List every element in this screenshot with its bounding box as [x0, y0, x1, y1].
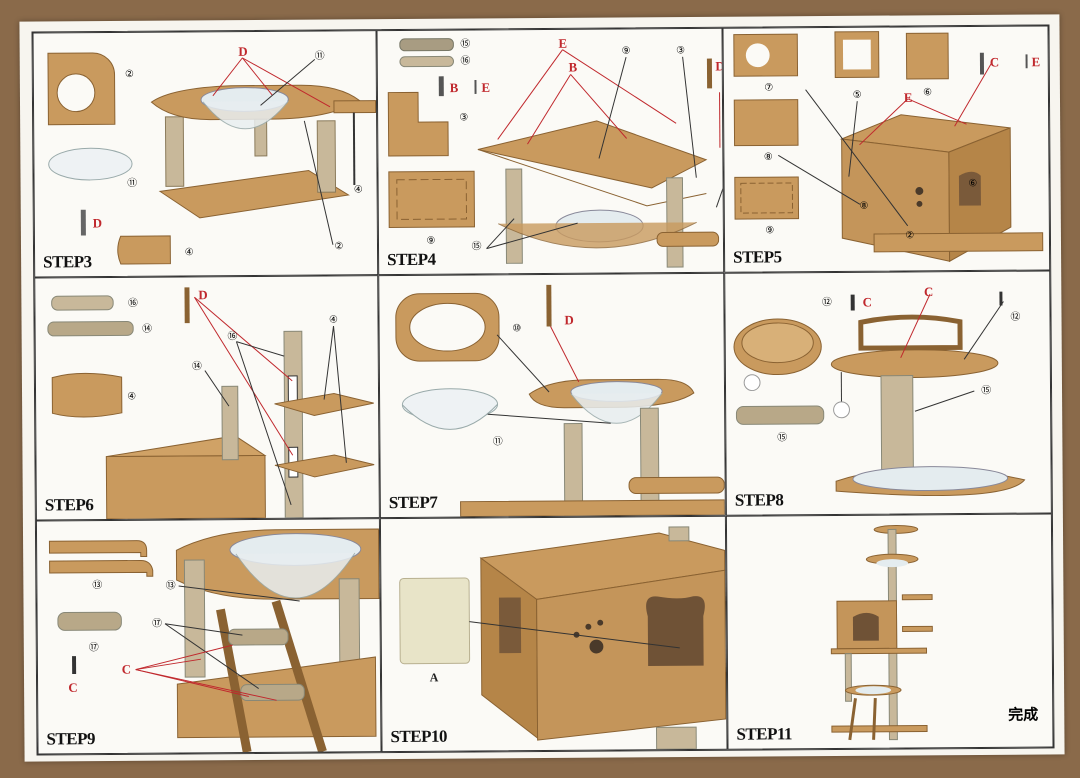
label-8-part: ⑧	[764, 152, 773, 163]
step-8-illustration: ⑫ C C ⑫ ⑮ ⑮	[733, 285, 1026, 497]
label-11-top: ⑪	[315, 50, 325, 62]
step-9-illustration: ⑬ ⑰ C C ⑬ ⑰	[48, 528, 380, 753]
label-15-assembly: ⑮	[472, 240, 482, 252]
step-10-title: STEP10	[390, 726, 448, 747]
step-5-panel: C E ⑦ ⑤ ⑥ E ⑧ ⑨ ⑥ ⑧ ② STEP5	[722, 25, 1051, 273]
instruction-sheet: D ⑪ ② ⑪ D ④ ④ ② STEP3	[19, 14, 1065, 762]
step-6-title: STEP6	[44, 495, 94, 515]
label-12-part: ⑫	[822, 296, 832, 308]
step-8-panel: ⑫ C C ⑫ ⑮ ⑮ STEP8	[724, 270, 1052, 516]
label-15-assembly: ⑮	[981, 384, 991, 396]
step-10-panel: A STEP10	[379, 515, 728, 753]
label-9-part: ⑨	[426, 236, 435, 247]
step-8-title: STEP8	[734, 490, 784, 510]
step-6-panel: ⑯ ⑭ D ④ ⑯ ④ ⑭ STEP6	[34, 275, 380, 521]
step-11-title: STEP11	[736, 724, 793, 744]
step-9-title: STEP9	[46, 729, 96, 749]
label-4-assembly: ④	[329, 315, 338, 326]
label-d-screw: D	[564, 313, 573, 327]
step-3-title: STEP3	[43, 252, 92, 272]
label-13-part: ⑬	[92, 579, 102, 591]
label-4-part: ④	[127, 391, 136, 402]
label-16-part: ⑯	[128, 297, 138, 309]
step-11-illustration	[830, 524, 933, 741]
label-c-assembly: C	[122, 663, 131, 677]
label-e-screw: E	[1031, 55, 1040, 69]
label-c-assembly: C	[924, 285, 933, 299]
label-d-top: D	[238, 45, 247, 59]
label-2-assembly: ②	[334, 241, 343, 252]
label-b-assembly: B	[569, 60, 578, 74]
label-6-part: ⑥	[923, 87, 932, 98]
step-4-panel: ⑮ ⑯ B E ③ ⑨ E B ⑨ ③ D ⑯ ⑮ STEP4	[376, 27, 725, 276]
label-16-part: ⑯	[460, 55, 470, 67]
label-16-assembly: ⑯	[227, 330, 237, 342]
step-11-panel: STEP11 完成	[725, 513, 1054, 750]
step-3-illustration: D ⑪ ② ⑪ D ④ ④ ②	[47, 45, 377, 265]
label-11-dome: ⑪	[127, 177, 137, 189]
step-7-title: STEP7	[388, 492, 438, 513]
label-14-assembly: ⑭	[192, 360, 202, 372]
label-6-assembly: ⑥	[968, 178, 977, 189]
label-c-screw: C	[68, 681, 77, 695]
label-12-assembly: ⑫	[1010, 311, 1020, 323]
step-5-title: STEP5	[733, 247, 782, 267]
finished-label: 完成	[1008, 705, 1039, 724]
label-d-screw: D	[93, 216, 102, 230]
label-15-part: ⑮	[777, 431, 787, 443]
label-11-part: ⑪	[493, 435, 503, 447]
step-3-panel: D ⑪ ② ⑪ D ④ ④ ② STEP3	[32, 30, 379, 278]
label-17-part: ⑰	[89, 642, 99, 654]
label-3-part: ③	[459, 112, 468, 123]
step-grid: D ⑪ ② ⑪ D ④ ④ ② STEP3	[31, 24, 1055, 756]
label-17-assembly: ⑰	[152, 617, 162, 629]
label-13-assembly: ⑬	[166, 579, 176, 591]
step-4-title: STEP4	[387, 249, 436, 270]
label-e-assembly: E	[904, 91, 913, 105]
label-4-part: ④	[185, 247, 194, 258]
label-14-part: ⑭	[142, 323, 152, 335]
step-5-illustration: C E ⑦ ⑤ ⑥ E ⑧ ⑨ ⑥ ⑧ ②	[733, 31, 1044, 263]
label-2-assembly: ②	[905, 230, 914, 241]
step-9-panel: ⑬ ⑰ C C ⑬ ⑰ STEP9	[35, 518, 382, 755]
label-d-assembly: D	[715, 59, 723, 73]
label-c-screw: C	[863, 295, 872, 309]
label-2-part: ②	[125, 69, 134, 80]
label-7-part: ⑦	[764, 82, 773, 93]
step-7-illustration: D ⑩ ⑪	[395, 284, 725, 518]
label-8-assembly: ⑧	[859, 201, 868, 212]
label-10-part: ⑩	[512, 323, 521, 334]
label-d-screw: D	[198, 288, 207, 302]
step-7-panel: D ⑩ ⑪ STEP7	[378, 272, 726, 519]
step-6-illustration: ⑯ ⑭ D ④ ⑯ ④ ⑭	[47, 287, 375, 520]
step-4-illustration: ⑮ ⑯ B E ③ ⑨ E B ⑨ ③ D ⑯ ⑮	[387, 37, 724, 268]
label-a-part: A	[430, 670, 439, 684]
label-15-part: ⑮	[460, 38, 470, 50]
label-e-screw: E	[481, 81, 490, 95]
label-e-assembly: E	[558, 37, 567, 51]
label-c-screw: C	[990, 55, 999, 69]
label-5-part: ⑤	[853, 90, 862, 101]
label-3-assembly: ③	[676, 45, 685, 56]
label-9-assembly: ⑨	[622, 46, 631, 57]
step-10-illustration: A	[399, 526, 727, 750]
label-9-part: ⑨	[765, 225, 774, 236]
label-4-assembly: ④	[354, 184, 363, 195]
label-b-screw: B	[450, 81, 459, 95]
